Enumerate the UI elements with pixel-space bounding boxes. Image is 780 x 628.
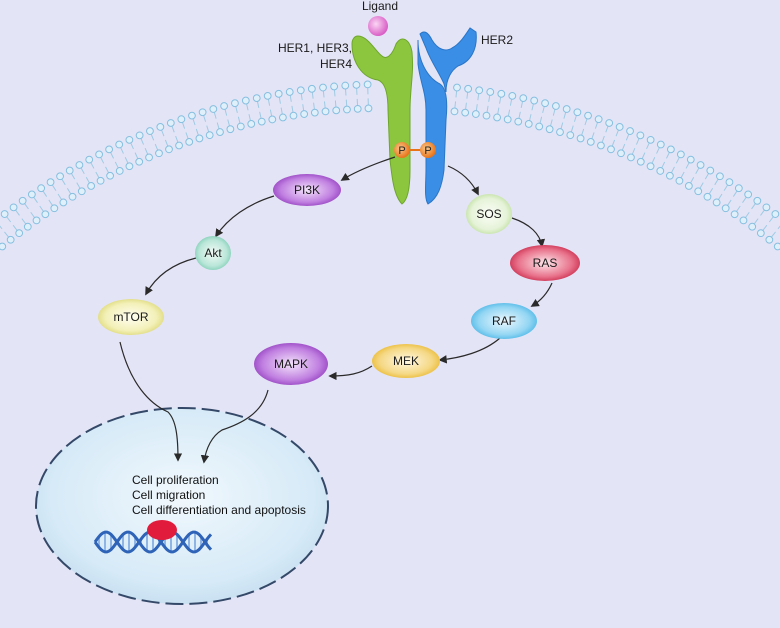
arrow-akt-to-mtor — [145, 257, 197, 296]
arrow-raf-to-mek — [438, 337, 501, 364]
ras-node — [510, 245, 580, 281]
phosphate-left-label: P — [398, 145, 405, 157]
sos-label: SOS — [476, 207, 501, 221]
mtor-label: mTOR — [113, 310, 148, 324]
ligand-icon — [368, 16, 388, 36]
phosphate-right-icon — [420, 142, 436, 158]
arrow-receptor-to-pi3k — [340, 156, 396, 181]
outcome-migration: Cell migration — [132, 488, 206, 502]
mek-label: MEK — [393, 354, 419, 368]
sos-node — [466, 194, 512, 234]
her-receptor-green — [351, 35, 414, 205]
nucleus — [35, 407, 329, 605]
arrow-sos-to-ras — [511, 217, 546, 248]
arrow-mek-to-mapk — [328, 365, 373, 381]
her-group-label: HER1, HER3, — [278, 41, 352, 55]
her2-label: HER2 — [481, 33, 513, 47]
her2-receptor-blue — [417, 27, 477, 205]
arrow-mtor-to-nucleus — [119, 341, 183, 462]
dna-bound-protein — [147, 520, 177, 540]
phosphate-right-label: P — [424, 145, 431, 157]
arrow-pi3k-to-akt — [215, 195, 275, 238]
nucleus-outcomes-list: Cell proliferation Cell migration Cell d… — [132, 473, 306, 518]
akt-node — [195, 236, 231, 270]
raf-label: RAF — [492, 314, 516, 328]
mapk-label: MAPK — [274, 357, 308, 371]
arrow-mapk-to-nucleus — [200, 389, 269, 464]
cell-membrane — [0, 80, 780, 251]
ligand-label: Ligand — [362, 0, 398, 13]
ras-label: RAS — [533, 256, 558, 270]
her-group-label-line2: HER4 — [320, 57, 352, 71]
mapk-node — [254, 343, 328, 385]
mek-node — [372, 344, 440, 378]
mtor-node — [98, 299, 164, 335]
outcome-differentiation: Cell differentiation and apoptosis — [132, 503, 306, 517]
dna-helix-icon — [93, 530, 213, 554]
raf-node — [471, 303, 537, 339]
phosphate-left-icon — [394, 142, 410, 158]
akt-label: Akt — [204, 246, 222, 260]
pi3k-label: PI3K — [294, 183, 320, 197]
arrow-receptor-to-sos — [447, 165, 479, 196]
pi3k-node — [273, 174, 341, 206]
outcome-proliferation: Cell proliferation — [132, 473, 219, 487]
arrow-ras-to-raf — [530, 282, 553, 307]
